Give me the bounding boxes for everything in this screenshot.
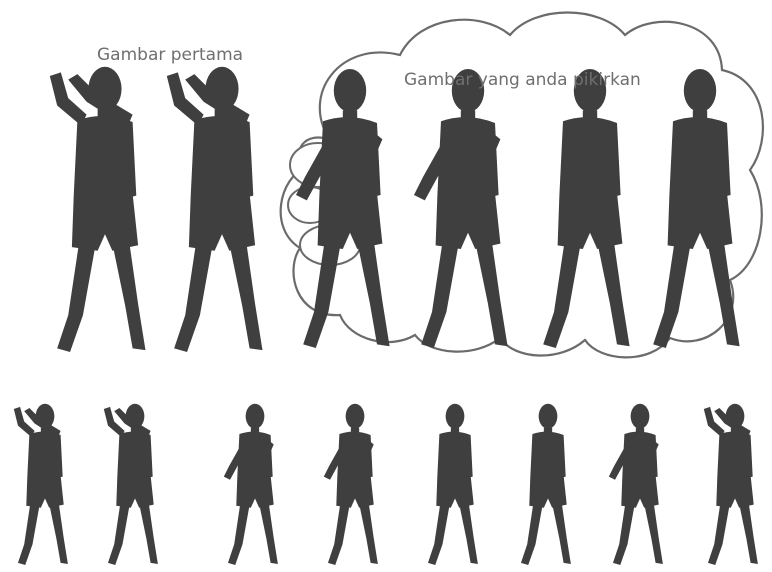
sequence-frame-3 [224,404,278,565]
sequence-frame-4 [324,404,378,565]
sequence-frame-6 [521,404,571,565]
sequence-frame-8 [704,404,758,565]
figure-first-1 [50,67,146,352]
figure-first-2 [167,67,263,352]
caption-imagined-images: Gambar yang anda pikirkan [404,72,641,89]
sequence-frame-5 [428,404,478,565]
sequence-frame-7 [609,404,663,565]
sequence-frame-1 [14,404,68,565]
sequence-frame-2 [104,404,158,565]
caption-first-image: Gambar pertama [97,47,243,64]
